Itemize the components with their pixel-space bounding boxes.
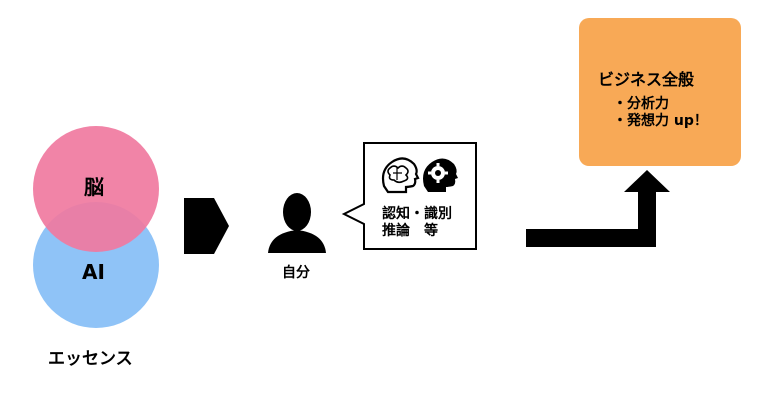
person-silhouette-icon: [268, 193, 326, 253]
result-box-item: ・発想力 up！: [613, 113, 708, 129]
right-arrow-icon: [184, 198, 229, 254]
brain-circle: [33, 126, 159, 252]
brain-head-icon: [381, 157, 420, 194]
bubble-line-2: 推論 等: [382, 223, 438, 239]
venn-caption: エッセンス: [48, 349, 133, 369]
bubble-line-1: 認知・識別: [382, 206, 452, 222]
bent-up-arrow-icon: [526, 170, 670, 247]
result-box: [579, 18, 741, 166]
result-box-title: ビジネス全般: [598, 70, 695, 89]
gear-head-icon: [423, 158, 458, 192]
venn-top-label: 脳: [84, 175, 104, 199]
venn-bottom-label: AI: [82, 260, 105, 284]
person-label: 自分: [282, 265, 310, 281]
result-box-item: ・分析力: [613, 96, 669, 112]
